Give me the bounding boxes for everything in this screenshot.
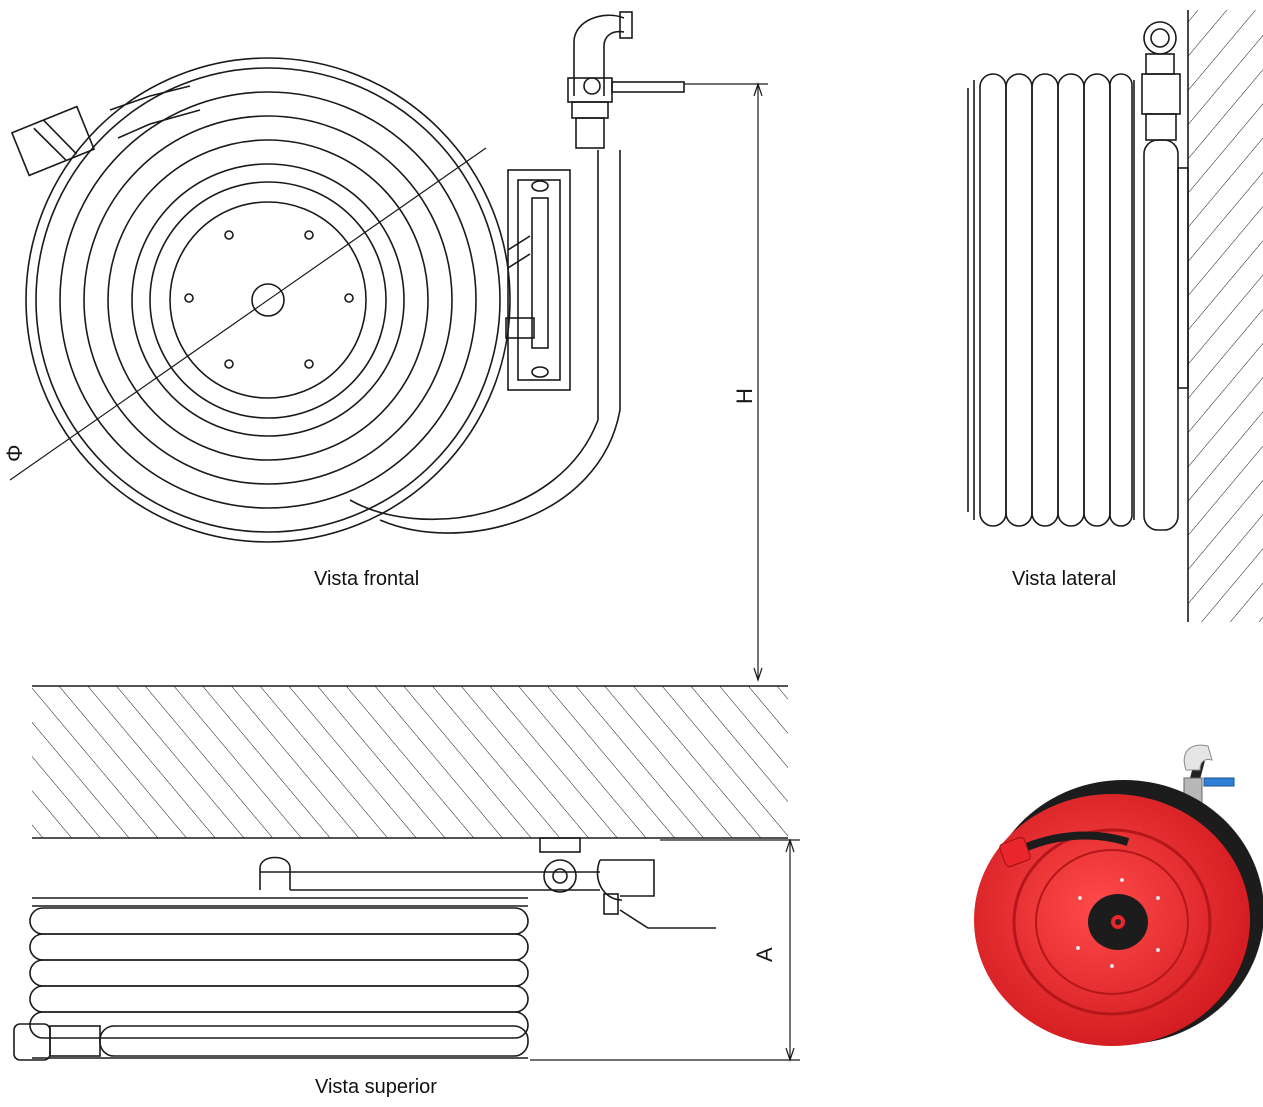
side-view-caption: Vista lateral [1012, 568, 1117, 590]
diameter-symbol: Φ [2, 444, 27, 462]
height-dimension [684, 82, 768, 682]
side-view [967, 10, 1263, 622]
front-view-caption: Vista frontal [314, 568, 420, 590]
top-view [13, 685, 800, 1062]
front-view [9, 11, 768, 682]
wall-bracket [505, 169, 571, 391]
depth-dimension [530, 838, 800, 1062]
reel-3d-render [974, 744, 1263, 1046]
top-view-caption: Vista superior [315, 1076, 437, 1098]
nozzle [10, 85, 201, 177]
valve-assembly [567, 11, 685, 149]
depth-label: A [752, 947, 777, 962]
height-label: H [732, 388, 757, 404]
bolt-holes [184, 230, 354, 369]
